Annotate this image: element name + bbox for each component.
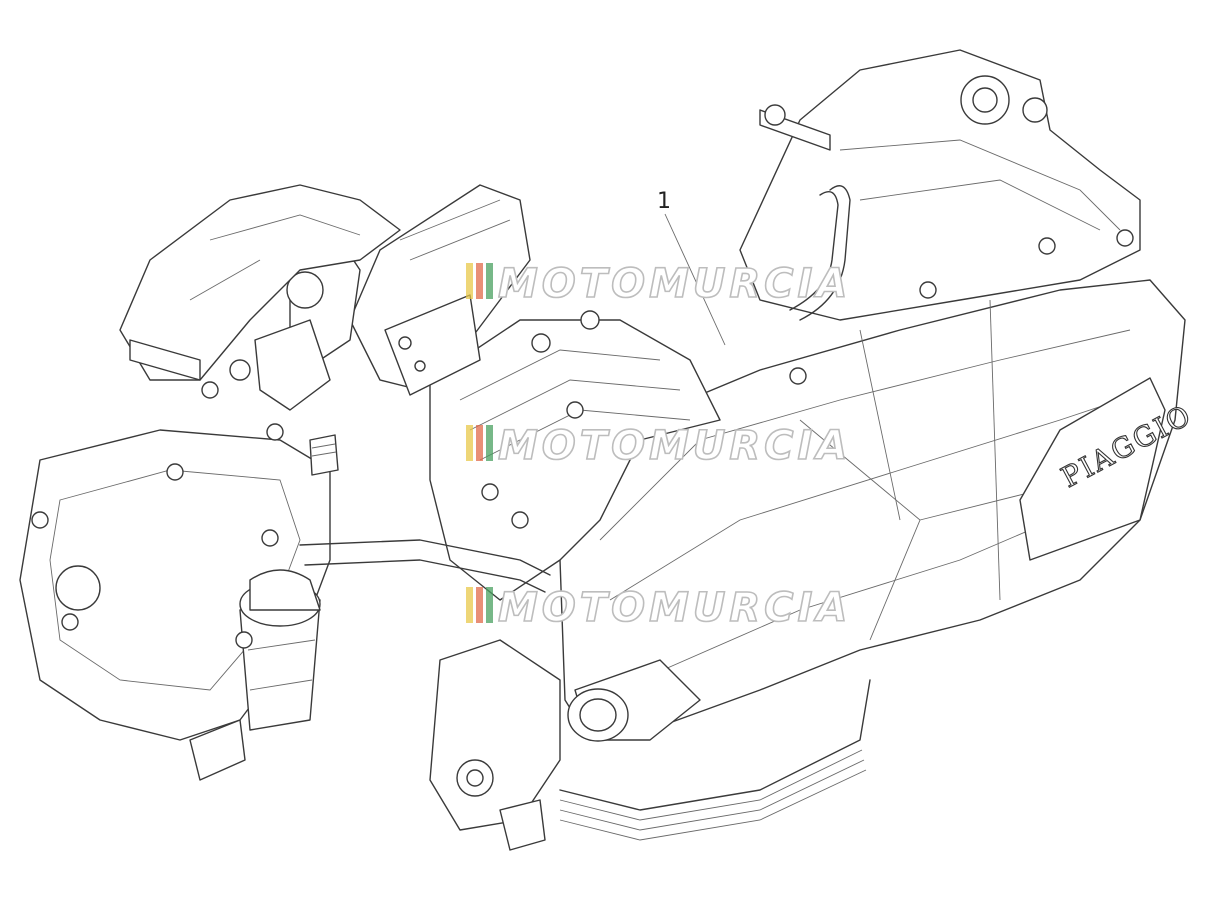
watermark-text: MOTOMURCIA: [498, 423, 851, 469]
watermark-text: MOTOMURCIA: [498, 261, 851, 307]
watermark-stripe-3: [486, 425, 493, 461]
watermark-stripe-2: [476, 425, 483, 461]
watermark-stripe-1: [466, 425, 473, 461]
watermark-text: MOTOMURCIA: [498, 585, 851, 631]
filler-cap: [309, 434, 339, 476]
coolant-pipe: [299, 539, 551, 593]
callout-label: 1: [657, 189, 671, 214]
watermark-stripe-1: [466, 587, 473, 623]
sump-ribs: [559, 679, 871, 841]
watermark-bottom: MOTOMURCIA: [466, 584, 851, 632]
watermark-stripe-1: [466, 263, 473, 299]
breather-hose: [789, 185, 851, 321]
starter-motor: [567, 659, 701, 742]
lower-mount: [189, 639, 561, 851]
throttle-body: [254, 184, 531, 411]
engine-block: [429, 310, 721, 601]
watermark-stripe-2: [476, 587, 483, 623]
watermark-stripe-2: [476, 263, 483, 299]
watermark-middle: MOTOMURCIA: [466, 422, 851, 470]
watermark-stripe-3: [486, 263, 493, 299]
callout-leader-line: [664, 213, 726, 346]
watermark-stripe-3: [486, 587, 493, 623]
callout-1: 1: [657, 189, 726, 346]
watermark-top: MOTOMURCIA: [466, 260, 851, 308]
rear-axle-assembly: [739, 49, 1141, 385]
oil-filter: [235, 569, 321, 731]
left-crankcase: [119, 184, 401, 399]
